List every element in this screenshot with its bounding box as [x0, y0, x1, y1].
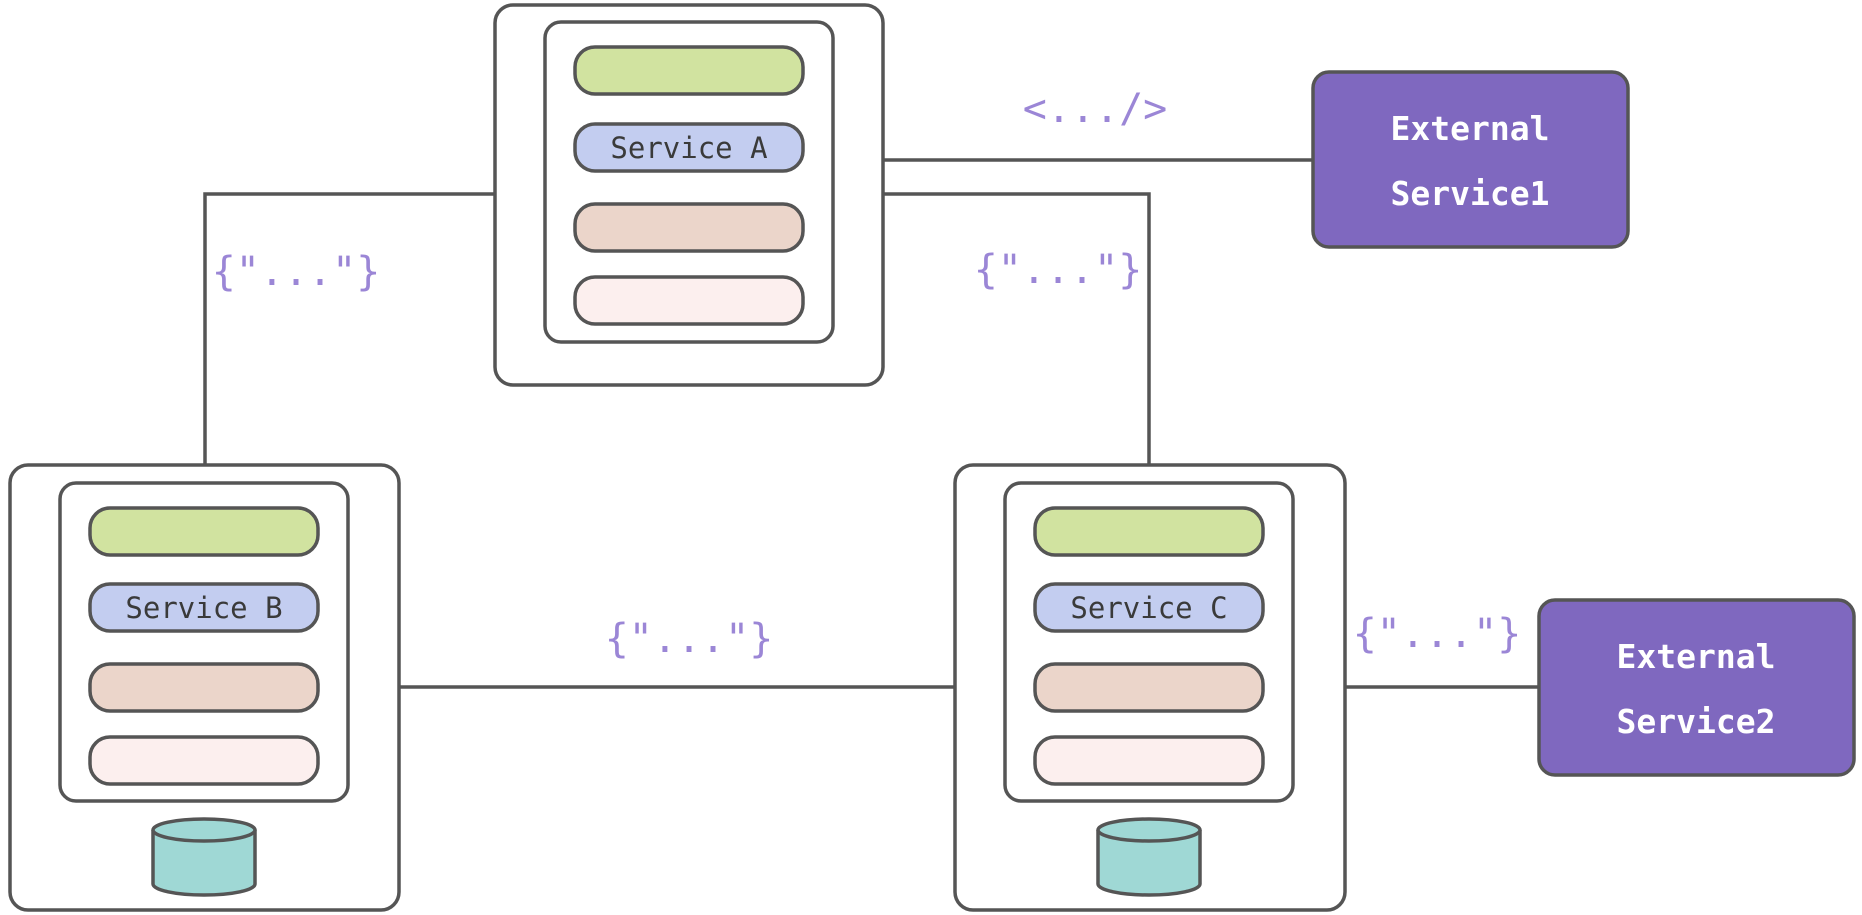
connector-a-to-b: [203, 192, 495, 465]
service-a-bar-blue: [573, 122, 805, 173]
connector-a-to-c: [883, 192, 1151, 465]
service-b-bar-pink: [88, 735, 320, 786]
service-c-bar-blue: [1033, 582, 1265, 633]
external-service1-label-line2: Service1: [1391, 174, 1550, 213]
service-a-bar-pink: [573, 275, 805, 326]
protocol-c-to-external2: {"..."}: [1353, 611, 1522, 657]
service-a-label: Service A: [610, 131, 767, 165]
service-b-label: Service B: [125, 591, 282, 625]
service-b-bar-green: [88, 506, 320, 557]
service-c-bar-tan: [1033, 662, 1265, 713]
service-b-node: Service B: [8, 463, 401, 912]
service-a-node: Service A: [493, 3, 885, 387]
external-service1-node: External Service1: [1311, 70, 1630, 249]
service-c-node: Service C: [953, 463, 1347, 912]
service-c-database-icon: [1096, 817, 1202, 897]
external-service2-node: External Service2: [1537, 598, 1856, 777]
external-service2-label-line2: Service2: [1617, 702, 1776, 741]
external-service2-box: [1537, 598, 1856, 777]
service-c-bar-pink: [1033, 735, 1265, 786]
external-service1-label-line1: External: [1391, 109, 1550, 148]
service-b-inner-box: [58, 481, 350, 803]
service-c-label: Service C: [1070, 591, 1227, 625]
service-b-bar-tan: [88, 662, 320, 713]
connectors: [203, 158, 1539, 689]
service-a-bar-green: [573, 45, 805, 96]
service-a-bar-tan: [573, 202, 805, 253]
external-service1-box: [1311, 70, 1630, 249]
external-service2-label-line1: External: [1617, 637, 1776, 676]
service-c-bar-green: [1033, 506, 1265, 557]
protocol-b-to-c: {"..."}: [605, 616, 774, 662]
protocol-a-to-b: {"..."}: [212, 249, 381, 295]
protocol-a-to-c: {"..."}: [974, 247, 1143, 293]
service-a-inner-box: [543, 20, 835, 344]
service-c-inner-box: [1003, 481, 1295, 803]
protocol-a-to-external1: <.../>: [1023, 86, 1168, 132]
service-b-database-icon: [151, 817, 257, 897]
service-b-bar-blue: [88, 582, 320, 633]
